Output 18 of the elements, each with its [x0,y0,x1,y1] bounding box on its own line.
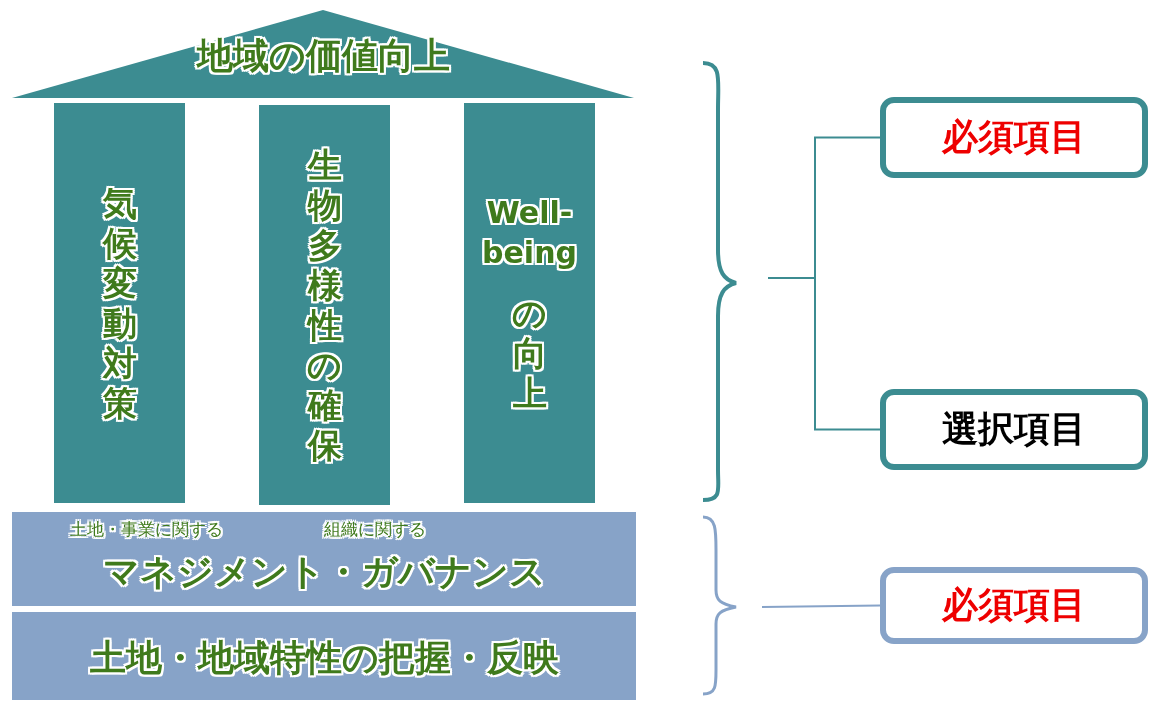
pillar [54,103,185,503]
pillar [259,105,390,505]
band-title: マネジメント・ガバナンス [101,550,547,594]
pillar-label: の向上 [511,293,548,413]
band-sublabel: 組織に関する [324,518,426,541]
foundation-band [12,512,636,606]
roof-title: 地域の価値向上 [195,34,451,78]
band-title: 土地・地域特性の把握・反映 [88,636,560,680]
pillar-label: Well-being [481,194,578,272]
pillar [464,103,595,503]
connector-line [761,604,881,608]
pillar-label: 生物多様性の確保 [305,145,343,465]
item-box: 必須項目 [880,567,1148,644]
item-box: 必須項目 [880,97,1148,178]
band-sublabel: 土地・事業に関する [70,518,223,541]
pillar-label: 気候変動対策 [101,183,138,423]
item-box: 選択項目 [880,389,1148,470]
foundation-band [12,612,636,700]
